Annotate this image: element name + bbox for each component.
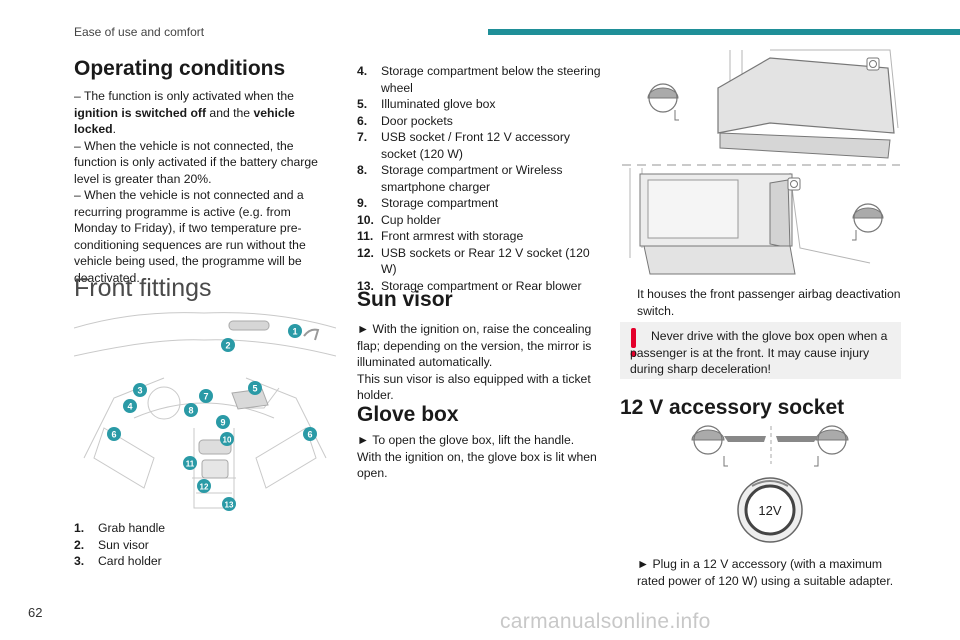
accessory-socket-text: ► Plug in a 12 V accessory (with a maxim… — [637, 557, 894, 588]
marker-6-left: 6 — [107, 427, 121, 441]
glove-box-airbag-text: It houses the front passenger airbag dea… — [637, 287, 901, 318]
list-item: 9.Storage compartment — [357, 196, 499, 210]
fittings-list-part2: 4.Storage compartment below the steering… — [357, 63, 607, 294]
steering-wheel-icon — [691, 425, 766, 467]
marker-10: 10 — [220, 432, 234, 446]
marker-2: 2 — [221, 338, 235, 352]
svg-text:6: 6 — [307, 430, 312, 440]
front-fittings-illustration: 1 2 3 4 5 6 7 8 9 10 11 12 13 6 — [74, 312, 336, 511]
list-item: 7.USB socket / Front 12 V accessory sock… — [357, 130, 570, 161]
svg-text:5: 5 — [252, 384, 257, 394]
svg-text:12V: 12V — [758, 503, 781, 518]
list-item: 5.Illuminated glove box — [357, 97, 496, 111]
svg-text:11: 11 — [186, 460, 195, 469]
marker-4: 4 — [123, 399, 137, 413]
list-item: 8.Storage compartment or Wireless smartp… — [357, 163, 563, 194]
steering-wheel-icon — [647, 83, 679, 121]
list-item: 11.Front armrest with storage — [357, 229, 524, 243]
condition-1: – The function is only activated when th… — [74, 89, 295, 136]
marker-11: 11 — [183, 456, 197, 470]
front-fittings-title: Front fittings — [74, 274, 212, 302]
operating-conditions-title: Operating conditions — [74, 57, 286, 80]
condition-2: – When the vehicle is not connected, the… — [74, 138, 318, 186]
svg-text:9: 9 — [220, 418, 225, 428]
12v-socket-icon: 12V — [737, 477, 803, 543]
marker-12: 12 — [197, 479, 211, 493]
list-item: 3.Card holder — [74, 554, 162, 568]
svg-text:2: 2 — [225, 341, 230, 351]
svg-text:3: 3 — [137, 386, 142, 396]
running-header: Ease of use and comfort — [74, 25, 205, 39]
svg-text:6: 6 — [111, 430, 116, 440]
list-item: 13.Storage compartment or Rear blower — [357, 278, 582, 293]
marker-9: 9 — [216, 415, 230, 429]
accessory-socket-title: 12 V accessory socket — [620, 396, 845, 419]
glove-box-text: ► To open the glove box, lift the handle… — [357, 433, 597, 480]
marker-1: 1 — [288, 324, 302, 338]
glove-box-illustration — [622, 49, 900, 275]
steering-wheel-icon — [852, 203, 884, 241]
marker-8: 8 — [184, 403, 198, 417]
steering-wheel-icon — [776, 425, 849, 467]
accessory-socket-illustration: 12V — [691, 425, 849, 543]
warning-exclamation-icon — [630, 328, 637, 357]
list-item: 2.Sun visor — [74, 537, 149, 552]
page-number: 62 — [28, 605, 43, 620]
svg-text:12: 12 — [200, 483, 209, 492]
list-item: 12.USB sockets or Rear 12 V socket (120 … — [357, 245, 590, 277]
fittings-list-part1: 1.Grab handle 2.Sun visor 3.Card holder — [74, 520, 336, 570]
list-item: 6.Door pockets — [357, 113, 453, 128]
marker-3: 3 — [133, 383, 147, 397]
svg-text:4: 4 — [127, 402, 132, 412]
list-item: 10.Cup holder — [357, 212, 441, 227]
warning-text: Never drive with the glove box open when… — [630, 329, 888, 376]
operating-conditions-text: – The function is only activated when th… — [74, 88, 336, 286]
warning-box: Never drive with the glove box open when… — [620, 322, 901, 379]
condition-3: – When the vehicle is not connected and … — [74, 188, 306, 285]
list-item: 1.Grab handle — [74, 521, 166, 535]
svg-text:8: 8 — [188, 406, 193, 416]
svg-text:1: 1 — [292, 327, 297, 337]
marker-13: 13 — [222, 497, 236, 511]
fittings-markers: 1 2 3 4 5 6 7 8 9 10 11 12 13 6 — [107, 324, 317, 511]
watermark: carmanualsonline.info — [500, 610, 711, 633]
sun-visor-text: ► With the ignition on, raise the concea… — [357, 322, 592, 402]
marker-5: 5 — [248, 381, 262, 395]
svg-text:13: 13 — [225, 501, 234, 510]
svg-text:10: 10 — [223, 436, 232, 445]
marker-7: 7 — [199, 389, 213, 403]
marker-6-right: 6 — [303, 427, 317, 441]
header-accent-bar — [488, 29, 960, 35]
sun-visor-title: Sun visor — [357, 288, 453, 311]
svg-text:7: 7 — [203, 392, 208, 402]
glove-box-title: Glove box — [357, 403, 459, 426]
list-item: 4.Storage compartment below the steering… — [357, 64, 601, 95]
